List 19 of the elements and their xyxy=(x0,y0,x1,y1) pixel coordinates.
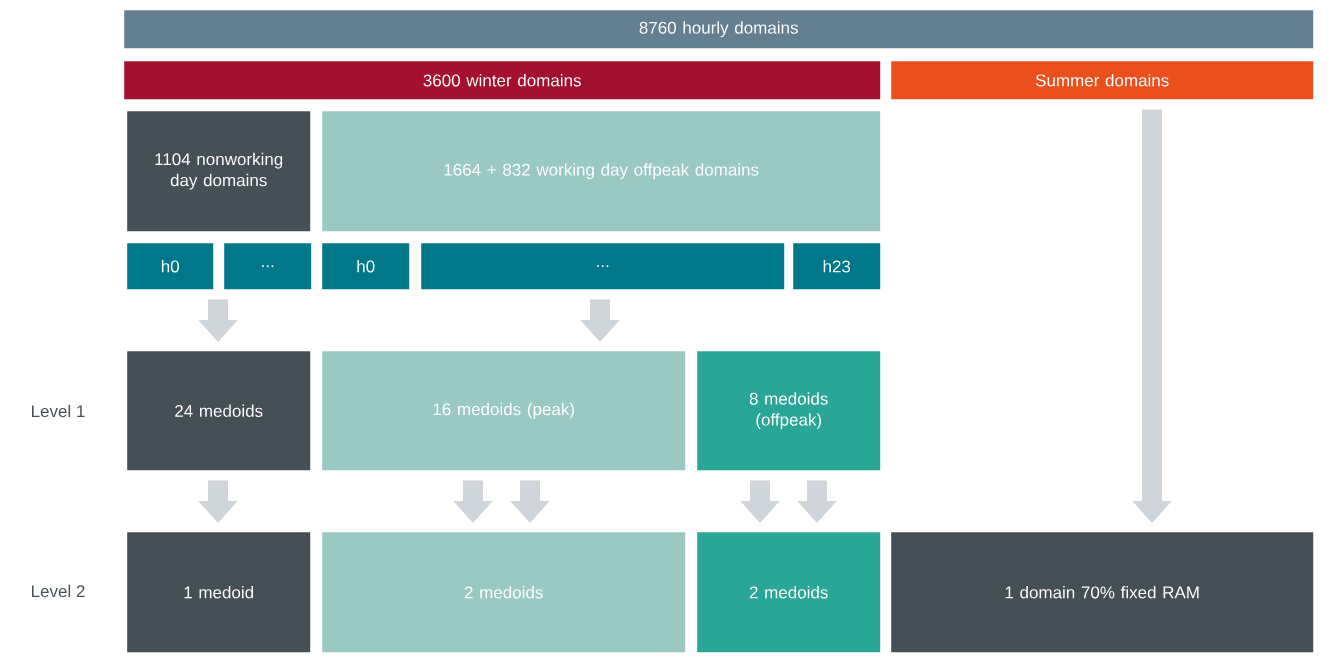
result-box: 1 domain 70% fixed RAM xyxy=(891,532,1314,653)
medoid-box: 1 medoid xyxy=(127,532,311,653)
hour-box: ... xyxy=(224,243,312,290)
group-box: 1104 nonworking day domains xyxy=(127,111,311,232)
row-label: Level 1 xyxy=(32,404,85,418)
category-bar: Summer domains xyxy=(891,61,1314,100)
row-label: Level 2 xyxy=(32,584,85,598)
medoid-box: 16 medoids (peak) xyxy=(322,351,686,471)
hour-box: h0 xyxy=(322,243,410,290)
medoid-box: 2 medoids xyxy=(322,532,686,653)
hour-box: h23 xyxy=(793,243,881,290)
hour-box: h0 xyxy=(127,243,214,290)
medoid-box: 8 medoids (offpeak) xyxy=(697,351,881,471)
category-bar: 3600 winter domains xyxy=(124,61,881,100)
medoid-box: 2 medoids xyxy=(697,532,881,653)
hour-box: ... xyxy=(421,243,785,290)
group-box: 1664 + 832 working day offpeak domains xyxy=(322,111,881,232)
category-bar: 8760 hourly domains xyxy=(124,10,1314,49)
medoid-box: 24 medoids xyxy=(127,351,311,471)
